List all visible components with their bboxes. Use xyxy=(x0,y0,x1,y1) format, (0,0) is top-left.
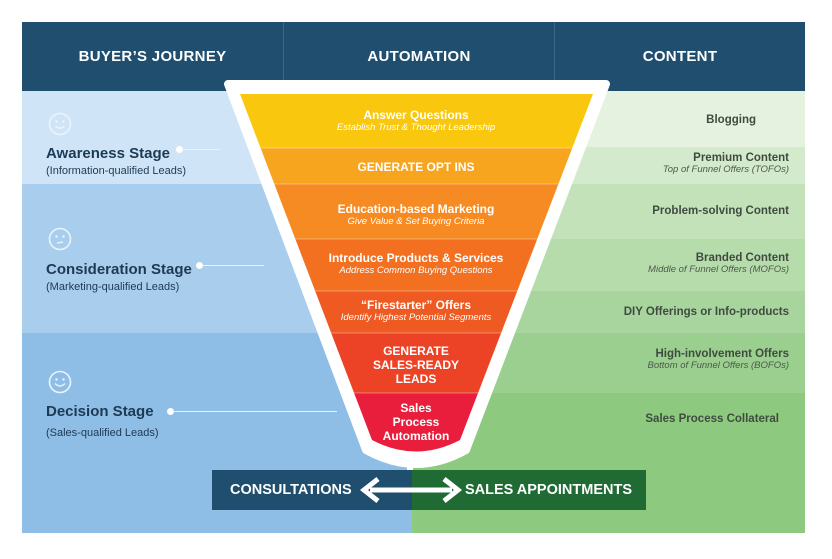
content-item-title: DIY Offerings or Info-products xyxy=(623,306,789,318)
content-item-title: Premium Content xyxy=(693,152,789,164)
content-item-title: Sales Process Collateral xyxy=(645,413,779,425)
header-automation: AUTOMATION xyxy=(284,22,554,91)
content-item-title: Problem-solving Content xyxy=(652,205,789,217)
header-divider xyxy=(554,22,555,91)
consideration-connector-dot xyxy=(196,262,203,269)
decision-connector-line xyxy=(173,411,337,412)
funnel-segment xyxy=(240,184,593,239)
consideration-stage-subtitle: (Marketing-qualified Leads) xyxy=(46,281,180,293)
consideration-connector-line xyxy=(202,265,264,266)
header-content-label: CONTENT xyxy=(642,48,718,65)
decision-stage-subtitle: (Sales-qualified Leads) xyxy=(46,427,159,439)
funnel-segment xyxy=(240,94,593,148)
funnel-segment xyxy=(240,291,593,333)
content-item-subtitle: Bottom of Funnel Offers (BOFOs) xyxy=(647,360,789,371)
awareness-connector-dot xyxy=(176,146,183,153)
header-divider xyxy=(283,22,284,91)
funnel-segment xyxy=(240,148,593,184)
consideration-thinking-face-icon xyxy=(48,227,72,251)
sales-appointments-button-label: SALES APPOINTMENTS xyxy=(464,482,632,498)
content-item-subtitle: Middle of Funnel Offers (MOFOs) xyxy=(648,264,789,275)
decision-smiley-icon xyxy=(48,370,72,394)
content-item-problem-solving: Problem-solving Content xyxy=(652,205,789,217)
header-buyers-journey-label: BUYER’S JOURNEY xyxy=(78,48,227,65)
consideration-stage-title: Consideration Stage xyxy=(46,261,192,278)
funnel-segment xyxy=(240,333,593,393)
header-automation-label: AUTOMATION xyxy=(367,48,471,65)
content-item-title: Blogging xyxy=(706,114,756,126)
header-content: CONTENT xyxy=(555,22,805,91)
awareness-stage-subtitle: (Information-qualified Leads) xyxy=(46,165,187,177)
content-item-diy: DIY Offerings or Info-products xyxy=(624,306,789,318)
funnel-segment xyxy=(240,239,593,291)
awareness-smiley-icon xyxy=(48,112,72,136)
awareness-stage-title: Awareness Stage xyxy=(46,145,170,162)
content-item-subtitle: Top of Funnel Offers (TOFOs) xyxy=(662,164,789,175)
content-item-blogging: Blogging xyxy=(706,114,756,126)
header-buyers-journey: BUYER’S JOURNEY xyxy=(22,22,283,91)
content-item-title: Branded Content xyxy=(695,252,789,264)
double-arrow-icon xyxy=(359,477,463,503)
content-item-title: High-involvement Offers xyxy=(655,348,789,360)
content-item-sales-collateral: Sales Process Collateral xyxy=(645,413,779,425)
consultations-button-label: CONSULTATIONS xyxy=(230,482,352,498)
decision-connector-dot xyxy=(167,408,174,415)
decision-stage-title: Decision Stage xyxy=(46,403,154,420)
awareness-connector-line xyxy=(182,149,220,150)
